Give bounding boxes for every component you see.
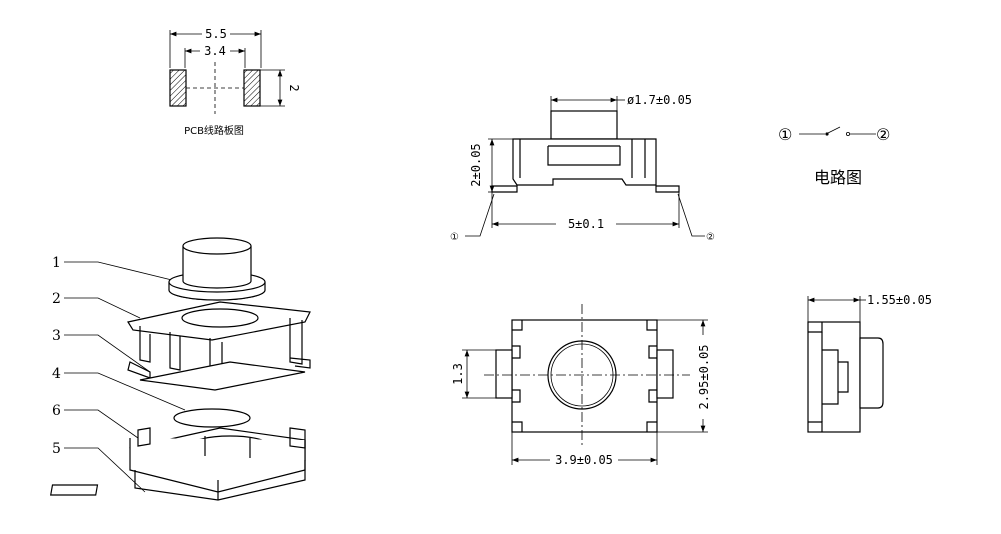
part-plunger [168, 237, 266, 301]
pcb-caption: PCB线路板图 [184, 124, 244, 137]
part-label-3: 3 [52, 328, 61, 344]
top-view: 1.3 2.95±0.05 3.9±0.05 [451, 304, 713, 467]
circuit-caption: 电路图 [814, 168, 862, 187]
side-terminal-2: ② [706, 232, 715, 243]
part-label-5: 5 [52, 441, 61, 457]
part-label-6: 6 [52, 403, 61, 419]
end-view: 1.55±0.05 [807, 293, 932, 433]
exploded-view: 1 2 3 4 6 5 [50, 237, 311, 501]
side-dim-height: 2±0.05 [469, 143, 483, 186]
pcb-layout-view: 5.5 3.4 2 PCB线路板图 [169, 26, 301, 137]
side-dim-length: 5±0.1 [568, 217, 604, 231]
pcb-pad-right [243, 69, 261, 107]
part-label-4: 4 [52, 366, 61, 382]
side-terminal-1: ① [450, 232, 459, 243]
part-top-frame [127, 301, 311, 389]
side-plunger [550, 110, 618, 140]
part-base-housing [50, 427, 306, 501]
pcb-dim-inner: 3.4 [204, 44, 226, 58]
part-dome [173, 408, 251, 428]
pcb-pad-left [169, 69, 187, 107]
top-dim-width: 3.9±0.05 [555, 453, 613, 467]
pcb-dim-outer: 5.5 [205, 27, 227, 41]
part-membrane [139, 361, 306, 391]
circuit-diagram: ① ② 电路图 [778, 125, 890, 187]
circuit-terminal-1: ① [778, 125, 792, 144]
top-dim-pad: 1.3 [451, 363, 465, 385]
pcb-dim-height: 2 [287, 84, 301, 91]
top-dim-height: 2.95±0.05 [697, 344, 711, 409]
part-label-1: 1 [52, 255, 61, 271]
end-dim-thickness: 1.55±0.05 [867, 293, 932, 307]
side-dim-plunger-dia: ø1.7±0.05 [627, 93, 692, 107]
circuit-terminal-2: ② [876, 125, 890, 144]
side-view: ø1.7±0.05 2±0.05 5±0.1 ① ② [450, 93, 715, 243]
end-body [807, 321, 861, 433]
part-label-2: 2 [52, 291, 61, 307]
